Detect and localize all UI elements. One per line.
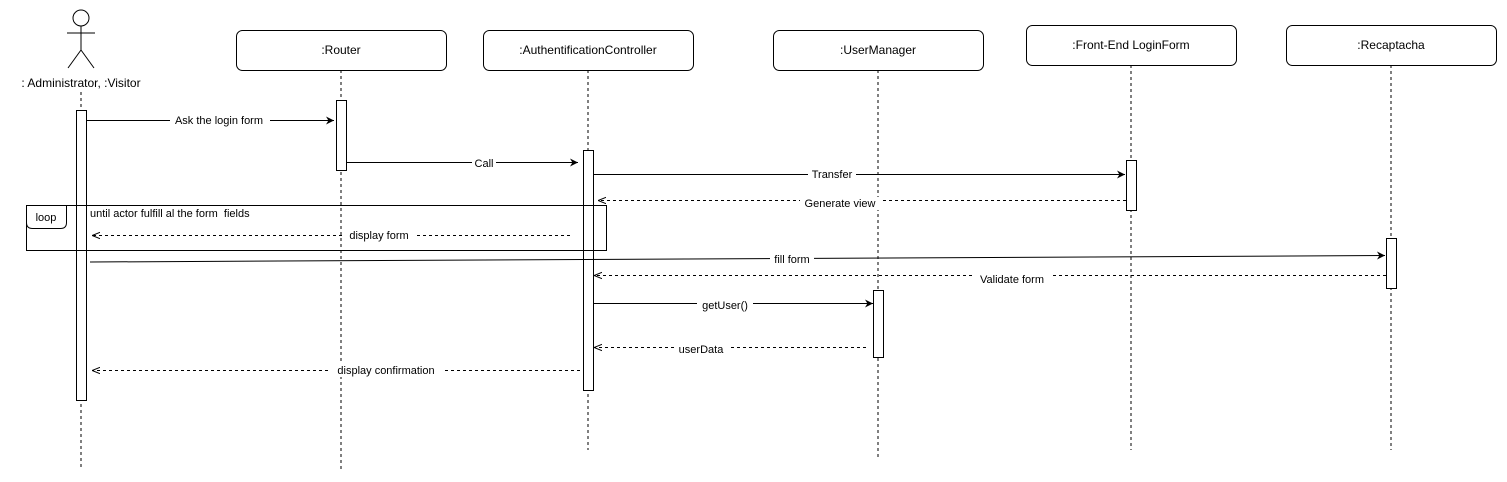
participant-recaptacha[interactable]: :Recaptacha: [1286, 25, 1497, 66]
message-display-form-label: display form: [349, 230, 408, 242]
activation-authentification-controller[interactable]: [583, 150, 594, 391]
message-call-label: Call: [475, 158, 494, 170]
message-display-confirmation[interactable]: display confirmation: [92, 364, 580, 377]
activation-router[interactable]: [336, 100, 347, 171]
message-transfer-label: Transfer: [812, 169, 853, 181]
message-transfer[interactable]: Transfer: [594, 168, 1125, 181]
participant-authentification-controller[interactable]: :AuthentificationController: [483, 30, 694, 71]
message-fill-form[interactable]: fill form: [89, 251, 1386, 266]
message-user-data[interactable]: userData: [594, 343, 866, 356]
message-get-user[interactable]: getUser(): [594, 298, 873, 312]
activation-user-manager[interactable]: [873, 290, 884, 358]
loop-operator-tab: [26, 205, 67, 229]
message-validate-form[interactable]: Validate form: [594, 273, 1386, 286]
activation-recaptacha[interactable]: [1386, 238, 1397, 289]
actor-label: : Administrator, :Visitor: [21, 76, 140, 90]
participant-user-manager-label: :UserManager: [840, 43, 916, 57]
participant-recaptacha-label: :Recaptacha: [1357, 38, 1425, 52]
message-call[interactable]: Call: [347, 156, 578, 170]
participant-front-end-login-form[interactable]: :Front-End LoginForm: [1026, 25, 1237, 66]
activation-actor[interactable]: [76, 110, 87, 401]
message-display-form[interactable]: display form: [92, 229, 570, 242]
loop-guard-label: until actor fulfill al the form fields: [90, 208, 250, 220]
message-ask-login-form[interactable]: Ask the login form: [87, 114, 334, 127]
message-user-data-label: userData: [679, 344, 725, 356]
message-generate-view-label: Generate view: [805, 198, 876, 210]
participant-user-manager[interactable]: :UserManager: [773, 30, 984, 71]
participant-front-end-login-form-label: :Front-End LoginForm: [1072, 38, 1189, 52]
message-display-confirmation-label: display confirmation: [337, 365, 434, 377]
participant-router-label: :Router: [321, 43, 360, 57]
message-generate-view[interactable]: Generate view: [598, 197, 1126, 210]
message-fill-form-label: fill form: [774, 254, 809, 266]
actor-figure-icon[interactable]: [67, 9, 95, 69]
participant-router[interactable]: :Router: [236, 30, 447, 71]
loop-fragment[interactable]: loop until actor fulfill al the form fie…: [26, 205, 607, 251]
message-validate-form-label: Validate form: [980, 274, 1044, 286]
message-get-user-label: getUser(): [702, 300, 748, 312]
message-ask-login-form-label: Ask the login form: [175, 115, 263, 127]
loop-operator-label: loop: [36, 212, 57, 224]
activation-front-end-login-form[interactable]: [1126, 160, 1137, 211]
participant-authentification-controller-label: :AuthentificationController: [519, 43, 656, 57]
